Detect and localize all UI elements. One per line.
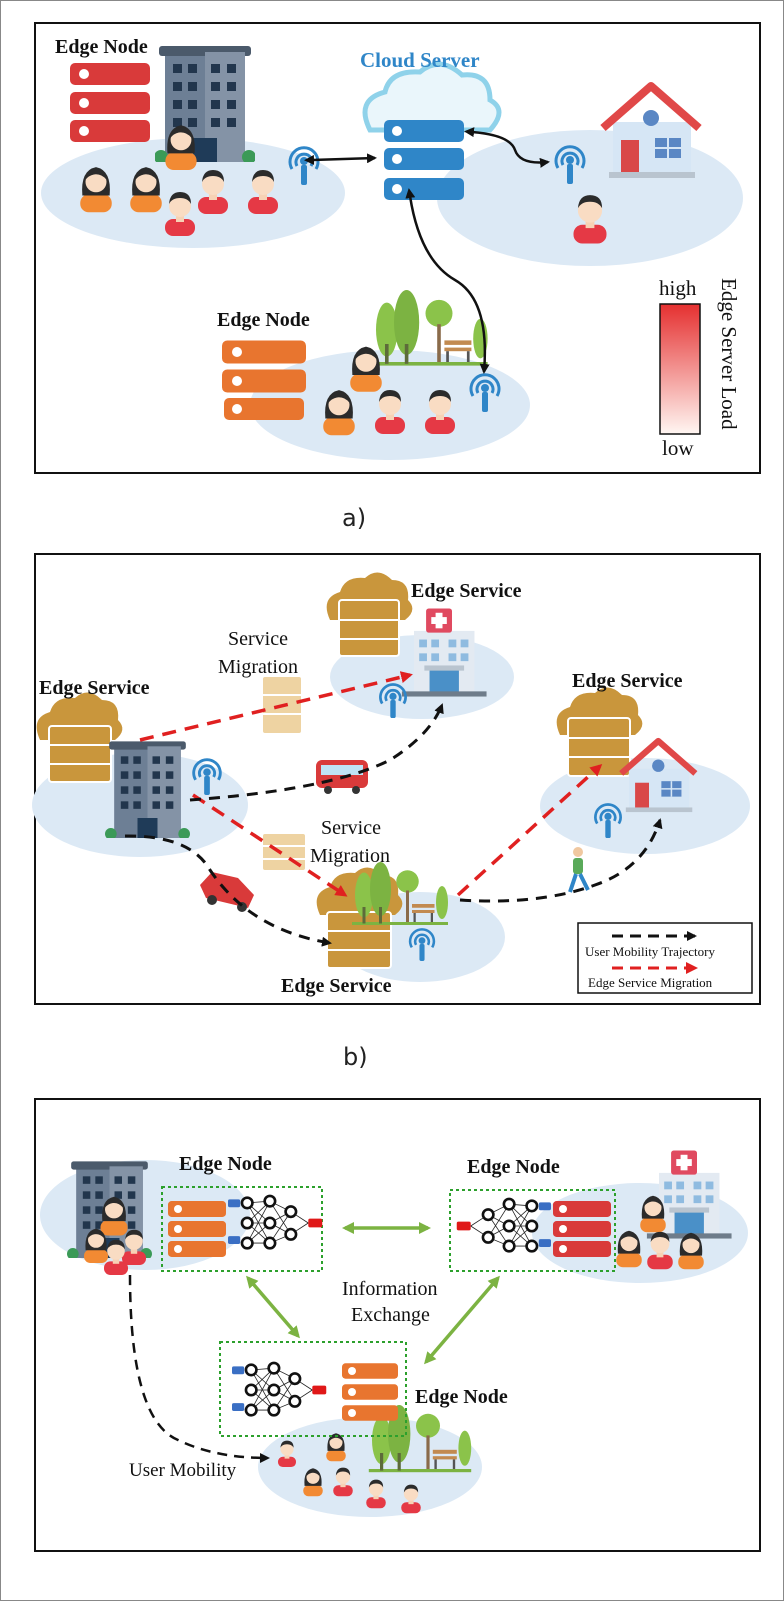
edge-node-box (219, 1341, 407, 1437)
office-building-icon (105, 741, 190, 838)
edge-service-label: Edge Service (281, 975, 392, 997)
edge-service-label: Edge Service (39, 677, 150, 699)
edge-service-label: Edge Service (411, 580, 522, 602)
legend-high-label: high (659, 276, 697, 300)
gold-cloud-server-icon (556, 687, 643, 777)
service-migration-label: Service (228, 628, 288, 650)
information-exchange-label: Exchange (351, 1304, 430, 1326)
cloud-icon (362, 61, 502, 133)
service-migration-label: Service (321, 817, 381, 839)
neural-network-icon (228, 1194, 324, 1250)
service-migration-label: Migration (310, 845, 390, 867)
edge-node-label: Edge Node (217, 309, 310, 331)
mobility-arrow (128, 1274, 270, 1463)
neural-network-icon (455, 1197, 551, 1253)
edge-node-label: Edge Node (467, 1156, 560, 1178)
panel-a-graphics (41, 46, 743, 460)
legend-title: Edge Server Load (717, 278, 741, 430)
exchange-arrow (424, 1275, 500, 1365)
legend-mobility-label: User Mobility Trajectory (585, 944, 715, 959)
edge-node-label: Edge Node (55, 36, 148, 58)
edge-node-label: Edge Node (179, 1153, 272, 1175)
panel-caption: b) (343, 1043, 368, 1071)
migration-arrow (456, 763, 603, 897)
load-gradient-bar (659, 303, 701, 435)
exchange-arrow (246, 1275, 300, 1339)
connection-arrow (405, 188, 490, 374)
migration-arrow (192, 793, 348, 897)
connection-arrow (304, 153, 377, 165)
connection-arrow (464, 127, 550, 168)
user-mobility-label: User Mobility (129, 1460, 237, 1481)
mobility-arrow (459, 818, 663, 903)
migration-arrow (139, 671, 413, 742)
pedestrian-icon (568, 847, 590, 893)
house-icon (621, 741, 695, 812)
ground-ellipse (41, 138, 345, 248)
mobility-arrow (189, 703, 444, 802)
edge-node-label: Edge Node (415, 1386, 508, 1408)
panel-c-graphics (40, 1150, 748, 1517)
neural-network-icon (232, 1361, 328, 1417)
legend-box (577, 922, 753, 994)
gold-cloud-server-icon (326, 572, 413, 657)
service-migration-label: Migration (218, 656, 298, 678)
cloud-server-label: Cloud Server (360, 48, 480, 72)
panel-b-graphics (32, 572, 753, 994)
mobility-arrow (124, 834, 332, 947)
information-exchange-label: Information (342, 1278, 438, 1300)
edge-service-label: Edge Service (572, 670, 683, 692)
hospital-icon (401, 608, 487, 697)
edge-node-box (161, 1186, 323, 1272)
edge-node-box (449, 1189, 616, 1272)
legend-migration-label: Edge Service Migration (588, 975, 713, 990)
gold-cloud-server-icon (36, 692, 123, 783)
house-icon (603, 86, 699, 178)
legend-low-label: low (662, 436, 694, 460)
panel-caption: a) (342, 504, 367, 532)
